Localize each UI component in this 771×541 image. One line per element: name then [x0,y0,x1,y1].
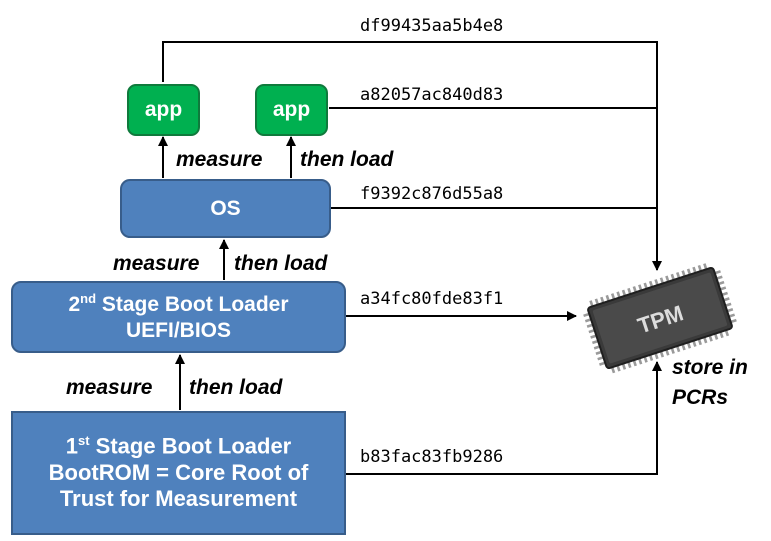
stage1-line3: Trust for Measurement [59,486,298,512]
app-box-1: app [127,84,200,136]
hash-app1: df99435aa5b4e8 [360,16,504,36]
store-label-line2: PCRs [672,386,729,409]
app-box-2: app [255,84,328,136]
then-load-label-apps: then load [300,148,394,171]
os-box: OS [120,179,331,238]
stage2-line2: UEFI/BIOS [125,318,231,342]
measure-label-stage2: measure [66,376,153,399]
hash-stage1: b83fac83fb9286 [360,447,504,467]
stage1-line2: BootROM = Core Root of [48,459,309,485]
stage2-box: 2nd Stage Boot Loader UEFI/BIOS [11,281,346,353]
hash-os: f9392c876d55a8 [360,184,504,204]
stage1-box: 1st Stage Boot Loader BootROM = Core Roo… [11,411,346,535]
os-box-label: OS [210,196,241,220]
app-box-2-label: app [272,98,311,121]
hash-line-app1 [162,41,662,271]
hash-app2: a82057ac840d83 [360,85,504,105]
stage2-line1: 2nd Stage Boot Loader [68,291,289,317]
measure-label-apps: measure [176,148,263,171]
tpm-chip-icon: TPM [583,263,737,374]
hash-stage2: a34fc80fde83f1 [360,289,504,309]
stage1-line1: 1st Stage Boot Loader [65,433,292,459]
hash-line-stage1 [346,361,662,475]
app-box-1-label: app [144,98,183,121]
store-label-line1: store in [672,356,748,379]
measure-label-os: measure [113,252,200,275]
then-load-label-stage2: then load [189,376,283,399]
then-load-label-os: then load [234,252,328,275]
